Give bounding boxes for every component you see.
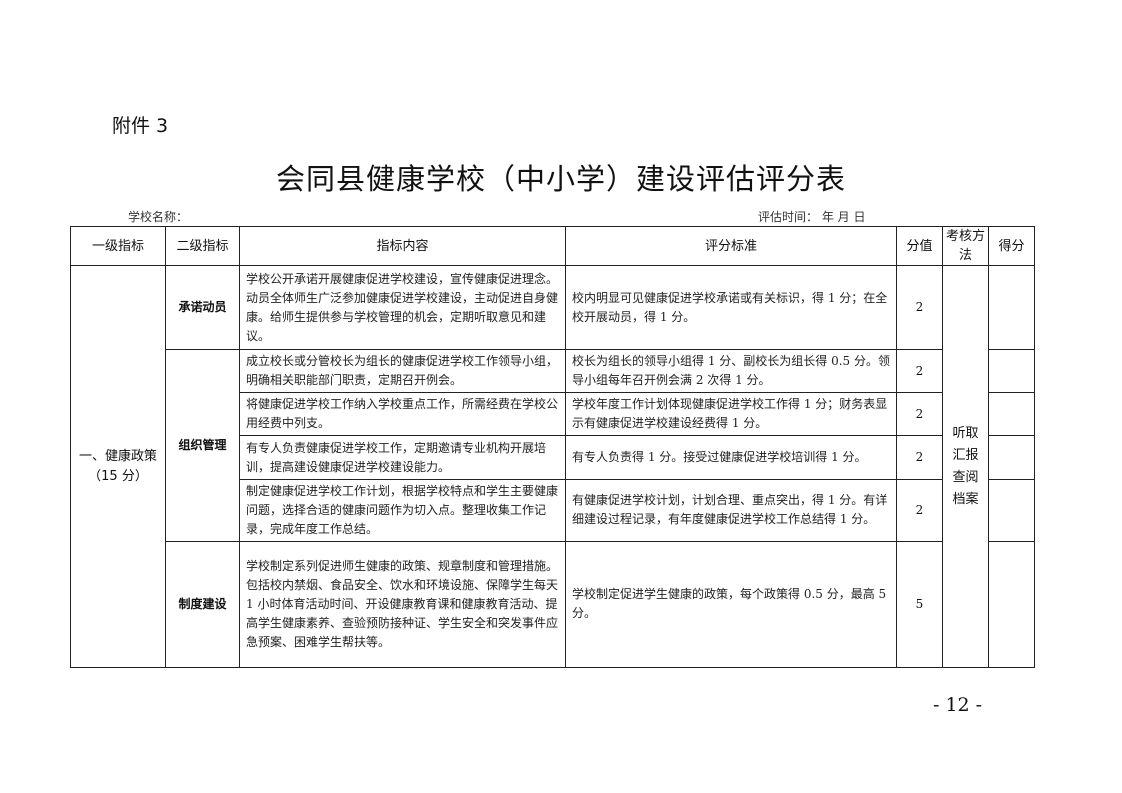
content-cell: 制定健康促进学校工作计划，根据学校特点和学生主要健康问题，选择合适的健康问题作为… <box>239 478 566 542</box>
header-score: 分值 <box>896 225 943 267</box>
points-cell[interactable] <box>988 349 1035 394</box>
header-standard: 评分标准 <box>565 225 897 267</box>
points-cell[interactable] <box>988 265 1035 351</box>
score-cell: 2 <box>896 349 943 394</box>
method-line: 听取 <box>952 425 979 441</box>
content-cell: 学校公开承诺开展健康促进学校建设，宣传健康促进理念。动员全体师生广泛参加健康促进… <box>239 265 566 351</box>
method-line: 汇报 <box>952 447 979 463</box>
standard-cell: 有专人负责得 1 分。接受过健康促进学校培训得 1 分。 <box>565 435 897 480</box>
scoring-table: 一级指标 二级指标 指标内容 评分标准 分值 考核方法 得分 一、健康政策 （1… <box>70 225 1035 669</box>
header-level1: 一级指标 <box>70 225 166 267</box>
score-cell: 2 <box>896 265 943 351</box>
score-cell: 2 <box>896 392 943 437</box>
level2-cell: 组织管理 <box>165 349 240 542</box>
points-cell[interactable] <box>988 478 1035 542</box>
table-row: 有专人负责健康促进学校工作，定期邀请专业机构开展培训，提高建设健康促进学校建设能… <box>71 435 1035 480</box>
content-cell: 学校制定系列促进师生健康的政策、规章制度和管理措施。包括校内禁烟、食品安全、饮水… <box>239 540 566 669</box>
method-line: 查阅 <box>952 469 979 485</box>
points-cell[interactable] <box>988 540 1035 669</box>
standard-cell: 学校年度工作计划体现健康促进学校工作得 1 分；财务表显示有健康促进学校建设经费… <box>565 392 897 437</box>
standard-cell: 有健康促进学校计划，计划合理、重点突出，得 1 分。有详细建设过程记录，有年度健… <box>565 478 897 542</box>
level1-name: 一、健康政策 <box>78 448 157 464</box>
level2-cell: 制度建设 <box>165 540 240 669</box>
score-cell: 2 <box>896 478 943 542</box>
standard-cell: 学校制定促进学生健康的政策，每个政策得 0.5 分，最高 5 分。 <box>565 540 897 669</box>
page-number: - 12 - <box>933 694 983 716</box>
table-row: 一、健康政策 （15 分） 承诺动员 学校公开承诺开展健康促进学校建设，宣传健康… <box>70 265 1035 668</box>
content-cell: 将健康促进学校工作纳入学校重点工作，所需经费在学校公用经费中列支。 <box>239 392 566 437</box>
header-level2: 二级指标 <box>165 225 240 267</box>
standard-cell: 校内明显可见健康促进学校承诺或有关标识，得 1 分；在全校开展动员，得 1 分。 <box>565 265 897 351</box>
header-row: 一级指标 二级指标 指标内容 评分标准 分值 考核方法 得分 <box>70 225 1035 267</box>
points-cell[interactable] <box>988 392 1035 437</box>
score-cell: 2 <box>896 435 943 480</box>
table-row: 制定健康促进学校工作计划，根据学校特点和学生主要健康问题，选择合适的健康问题作为… <box>71 478 1035 542</box>
content-cell: 成立校长或分管校长为组长的健康促进学校工作领导小组，明确相关职能部门职责，定期召… <box>239 349 566 394</box>
school-name-label: 学校名称： <box>128 210 189 224</box>
level1-cell: 一、健康政策 （15 分） <box>70 265 166 668</box>
table-row: 组织管理 成立校长或分管校长为组长的健康促进学校工作领导小组，明确相关职能部门职… <box>71 349 1035 542</box>
header-method: 考核方法 <box>942 225 989 267</box>
table-row: 制度建设 学校制定系列促进师生健康的政策、规章制度和管理措施。包括校内禁烟、食品… <box>71 540 1035 669</box>
points-cell[interactable] <box>988 435 1035 480</box>
level1-sub: （15 分） <box>88 468 148 484</box>
document-title: 会同县健康学校（中小学）建设评估评分表 <box>275 162 846 196</box>
score-cell: 5 <box>896 540 943 669</box>
attachment-label: 附件 3 <box>112 115 169 137</box>
header-content: 指标内容 <box>239 225 566 267</box>
method-cell: 听取 汇报 查阅 档案 <box>942 265 989 668</box>
standard-cell: 校长为组长的领导小组得 1 分、副校长为组长得 0.5 分。领导小组每年召开例会… <box>565 349 897 394</box>
method-line: 档案 <box>952 491 979 507</box>
table-row: 将健康促进学校工作纳入学校重点工作，所需经费在学校公用经费中列支。 学校年度工作… <box>71 392 1035 437</box>
content-cell: 有专人负责健康促进学校工作，定期邀请专业机构开展培训，提高建设健康促进学校建设能… <box>239 435 566 480</box>
header-points: 得分 <box>988 225 1035 267</box>
eval-time-label: 评估时间： 年 月 日 <box>758 210 866 224</box>
level2-cell: 承诺动员 <box>165 265 240 351</box>
